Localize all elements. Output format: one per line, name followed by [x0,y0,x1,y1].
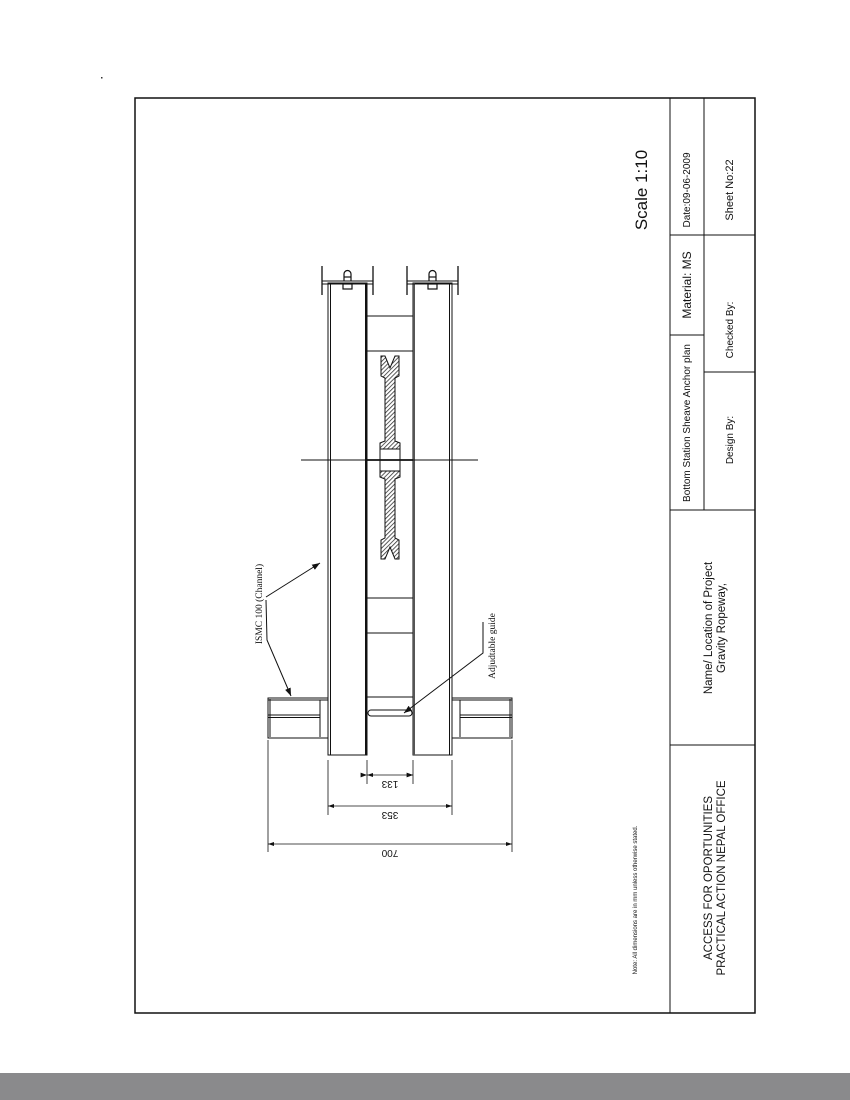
material-label: Material: MS [680,251,694,318]
left-channel [327,282,368,756]
adjustable-guide-slot [367,709,413,717]
dimension-note: Note: All dimensions are in mm unless ot… [633,825,639,974]
base-plate-left [267,697,329,739]
sheave-anchor-drawing [265,266,513,852]
base-plate-right [451,697,513,739]
adjustable-guide-label: Adjudtable guide [488,613,498,679]
sheave [379,355,401,560]
date-label: Date:09-06-2009 [682,152,693,227]
bolt-icon [342,269,353,290]
viewer-footer-bar [0,1073,850,1100]
design-by-label: Design By: [725,416,736,464]
checked-by-label: Checked By: [725,302,736,359]
organization-line2: PRACTICAL ACTION NEPAL OFFICE [716,780,728,975]
channel-label: ISMC 100 (Channel) [254,564,265,644]
dimension-700: 700 [381,847,398,858]
dimension-lines [267,740,513,852]
dimension-353: 353 [381,809,398,820]
drawing-border [134,97,756,1014]
sheet-number: Sheet No:22 [724,159,736,220]
dimension-133: 133 [381,778,398,789]
title-block [669,98,755,1013]
bolt-icon [427,269,438,290]
project-name-line2: Gravity Ropeway, [716,583,728,673]
drawing-title: Bottom Station Sheave Anchor plan [682,344,693,502]
right-channel [412,282,453,756]
stray-dot [101,77,103,79]
leader-lines [265,562,484,714]
organization-line1: ACCESS FOR OPORTUNITIES [703,796,715,960]
scale-label: Scale 1:10 [632,150,651,230]
project-name-line1: Name/ Location of Project [703,561,715,694]
